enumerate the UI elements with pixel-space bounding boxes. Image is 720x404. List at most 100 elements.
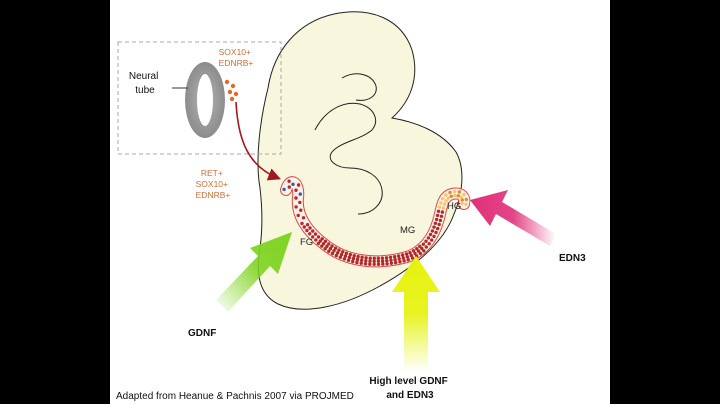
gut-crest-cell: [337, 248, 341, 252]
gut-crest-cell: [449, 194, 453, 198]
gut-crest-cell: [376, 259, 381, 263]
gut-crest-cell: [294, 196, 298, 200]
gut-crest-cell: [393, 260, 398, 265]
embryo-lumen-bulge: [341, 73, 377, 101]
gut-crest-cell: [427, 242, 431, 246]
gut-cells: [282, 179, 468, 266]
edn3-label: EDN3: [559, 253, 586, 264]
gut-crest-cell: [434, 230, 438, 235]
gut-crest-cell: [299, 208, 303, 212]
gut-crest-cell: [294, 205, 298, 209]
gut-crest-cell: [330, 251, 335, 256]
gut-crest-cell: [380, 256, 385, 260]
gut-crest-cell: [424, 245, 428, 249]
gut-crest-cell: [305, 228, 309, 233]
migration-arrow: [235, 101, 281, 181]
gut-crest-cell: [439, 214, 444, 218]
gut-crest-cell: [313, 232, 318, 236]
gut-crest-cell: [330, 244, 334, 248]
gut-crest-cell: [456, 194, 460, 198]
gut-crest-cell: [339, 252, 344, 257]
gut-crest-cell: [316, 241, 321, 246]
source-caption: Adapted from Heanue & Pachnis 2007 via P…: [116, 391, 354, 402]
gut-crest-cell: [420, 246, 424, 251]
gut-crest-cell: [311, 229, 315, 233]
gut-crest-cell: [352, 254, 356, 258]
gut-crest-cell: [360, 258, 364, 262]
gut-crest-cell: [316, 235, 321, 239]
gut-crest-cell: [441, 197, 445, 201]
gut-crest-cell: [437, 222, 441, 227]
gut-crest-cell: [355, 257, 360, 262]
gut-crest-cell: [363, 262, 368, 266]
gut-crest-cell: [305, 223, 310, 227]
gut-crest-cell: [311, 235, 315, 239]
gut-crest-cell: [287, 185, 291, 189]
gut-crest-cell: [392, 255, 397, 259]
gut-crest-cell: [376, 256, 380, 260]
gut-crest-cell: [364, 259, 368, 263]
gut-crest-cell: [314, 238, 318, 242]
migrating-crest-cells: [224, 79, 239, 102]
gut-crest-cell: [413, 251, 417, 256]
gut-crest-cell: [384, 256, 389, 260]
gut-crest-cell: [424, 239, 428, 243]
gut-crest-cell: [333, 246, 338, 250]
midgut-signal-arrow: [392, 256, 440, 372]
gut-crest-cell: [347, 255, 352, 260]
gut-crest-cell: [389, 261, 394, 265]
gut-crest-cell: [409, 253, 413, 258]
gut-crest-cell: [444, 199, 448, 203]
region-label-fg: FG: [300, 237, 313, 248]
gut-crest-cell: [416, 249, 421, 253]
gut-crest-cell: [418, 251, 422, 256]
gut-crest-cell: [351, 259, 355, 264]
gut-crest-cell: [308, 226, 312, 230]
gut-crest-cell: [418, 244, 422, 248]
gut-crest-cell: [462, 192, 466, 197]
gut-crest-cell: [356, 254, 360, 259]
gut-crest-cell: [452, 189, 457, 194]
gut-crest-cell: [404, 252, 409, 256]
gut-crest-cell: [298, 200, 302, 205]
gut-crest-cell: [368, 262, 372, 266]
gut-crest-cell: [332, 249, 336, 253]
gut-crest-cell: [341, 250, 345, 254]
gut-crest-cell: [368, 259, 372, 263]
gdnf-label: GDNF: [188, 328, 216, 339]
migrating-markers-label: SOX10+ EDNRB+: [219, 47, 254, 68]
embryo-lumen: [314, 102, 383, 215]
edn3-arrow: [470, 190, 556, 246]
gut-crest-cell: [444, 193, 448, 197]
gut-crest-cell: [301, 216, 306, 220]
gut-crest-cell: [372, 262, 376, 266]
gut-crest-cell: [438, 218, 443, 223]
gut-crest-cell: [287, 179, 291, 183]
region-label-hg: HG: [447, 201, 461, 212]
gut-crest-cell: [334, 253, 339, 258]
gut-crest-cell: [323, 247, 327, 251]
gut-crest-cell: [300, 221, 304, 226]
gut-crest-cell: [464, 197, 468, 202]
gut-crest-cell: [327, 249, 331, 253]
gut-crest-cell: [381, 262, 385, 266]
gut-crest-cell: [448, 190, 452, 195]
gut-crest-cell: [302, 225, 306, 229]
gut-crest-cell: [321, 242, 326, 246]
gut-crest-cell: [344, 251, 349, 255]
gut-crest-cell: [439, 201, 443, 205]
neural-tube-label: Neural tube: [129, 71, 161, 96]
gut-crest-cell: [398, 260, 402, 264]
gut-crest-cell: [320, 237, 324, 241]
gut-crest-cell: [430, 229, 435, 233]
slide: Neural tube SOX10+ EDNRB+ RET+ SOX10+ ED…: [110, 0, 610, 404]
gut-crest-cell: [389, 258, 393, 262]
gut-crest-cell: [342, 257, 347, 261]
gut-crest-cell: [410, 256, 415, 260]
gut-crest-cell: [415, 247, 419, 251]
region-label-mg: MG: [400, 225, 415, 236]
gut-crest-cell: [405, 255, 410, 259]
gut-crest-cell: [397, 257, 401, 261]
gut-crest-cell: [460, 201, 464, 205]
